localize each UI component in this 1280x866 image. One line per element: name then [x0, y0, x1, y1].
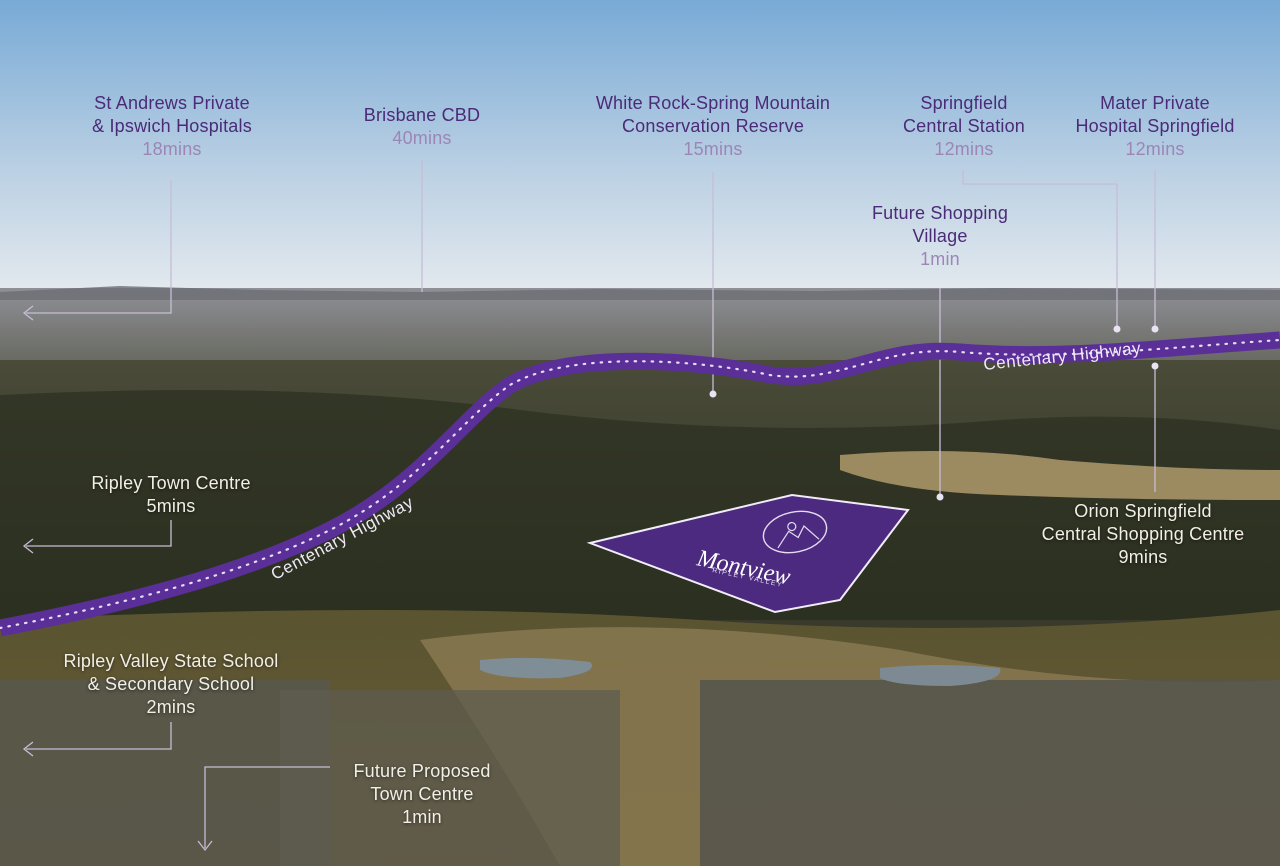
leader-ripley-school [26, 722, 172, 750]
label-name: White Rock-Spring Mountain Conservation … [595, 93, 831, 136]
leader-dots [709, 325, 1159, 501]
label-name: Future Shopping Village [871, 203, 1009, 246]
label-name: Springfield Central Station [902, 93, 1026, 136]
mountain-sun-logo-icon [762, 510, 828, 554]
dot-white-rock [709, 390, 717, 398]
arrow-ripley-school-icon [22, 741, 34, 757]
arrow-st-andrews-icon [22, 305, 34, 321]
leader-lines [22, 160, 1156, 852]
label-time: 9mins [1118, 547, 1168, 567]
label-name: Ripley Town Centre [91, 473, 251, 493]
dot-mater [1151, 325, 1159, 333]
label-orion: Orion Springfield Central Shopping Centr… [1022, 500, 1264, 569]
label-future-shopping: Future Shopping Village 1min [845, 202, 1035, 271]
highway-label-lower: Centenary Highway [268, 493, 417, 584]
label-time: 1min [402, 807, 442, 827]
leader-st-andrews [26, 180, 172, 314]
label-white-rock: White Rock-Spring Mountain Conservation … [563, 92, 863, 161]
leader-springfield-station [962, 170, 1118, 328]
label-time: 15mins [683, 139, 743, 159]
highway-label-upper: Centenary Highway [982, 339, 1142, 374]
label-time: 1min [920, 249, 960, 269]
label-time: 5mins [146, 496, 196, 516]
label-time: 2mins [146, 697, 196, 717]
label-name: Brisbane CBD [363, 105, 481, 125]
label-ripley-school: Ripley Valley State School & Secondary S… [36, 650, 306, 719]
label-time: 40mins [392, 128, 452, 148]
leader-future-town [204, 766, 330, 848]
montview-parcel: Montview RIPLEY VALLEY [586, 493, 910, 614]
label-springfield-station: Springfield Central Station 12mins [874, 92, 1054, 161]
label-time: 18mins [142, 139, 202, 159]
label-time: 12mins [934, 139, 994, 159]
arrow-future-town-icon [197, 840, 213, 852]
arrow-ripley-town-icon [22, 538, 34, 554]
label-future-town: Future Proposed Town Centre 1min [332, 760, 512, 829]
label-mater: Mater Private Hospital Springfield 12min… [1050, 92, 1260, 161]
label-st-andrews: St Andrews Private & Ipswich Hospitals 1… [62, 92, 282, 161]
label-brisbane-cbd: Brisbane CBD 40mins [332, 104, 512, 150]
label-time: 12mins [1125, 139, 1185, 159]
dot-orion [1151, 362, 1159, 370]
label-ripley-town: Ripley Town Centre 5mins [62, 472, 280, 518]
leader-ripley-town [26, 520, 172, 547]
label-name: Mater Private Hospital Springfield [1075, 93, 1235, 136]
dot-future-shopping [936, 493, 944, 501]
label-name: Future Proposed Town Centre [353, 761, 491, 804]
label-name: Ripley Valley State School & Secondary S… [63, 651, 279, 694]
label-name: Orion Springfield Central Shopping Centr… [1041, 501, 1245, 544]
dot-springfield-station [1113, 325, 1121, 333]
label-name: St Andrews Private & Ipswich Hospitals [92, 93, 252, 136]
